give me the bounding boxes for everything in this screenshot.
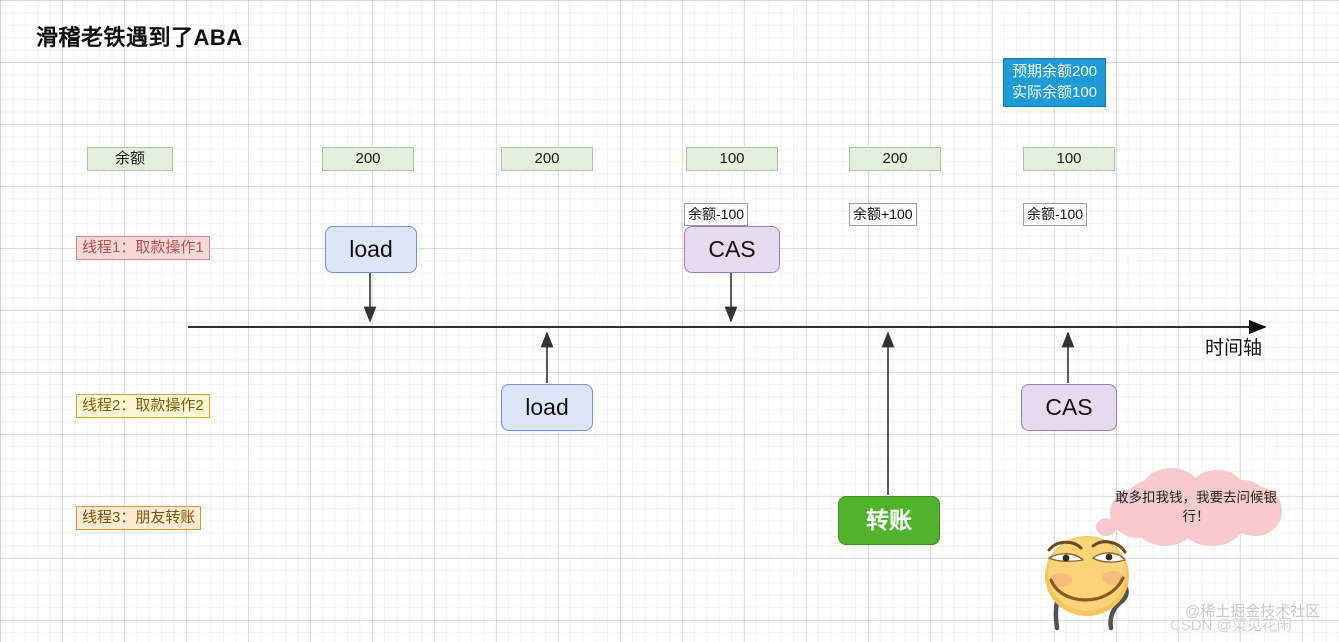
note-thread2-cas: 余额-100 — [1023, 203, 1088, 226]
timeline-axis-label: 时间轴 — [1205, 338, 1263, 359]
speech-bubble-text: 敢多扣我钱，我要去问候银行！ — [1115, 490, 1277, 524]
thread-label-1: 线程1：取款操作1 — [76, 236, 210, 260]
balance-box-1: 200 — [322, 147, 414, 171]
balance-box-3: 100 — [686, 147, 778, 171]
expected-balance-line: 预期余额200 — [1012, 63, 1098, 80]
node-thread2-load[interactable]: load — [501, 384, 593, 431]
watermark-primary: @稀土掘金技术社区 — [1185, 603, 1321, 620]
expected-vs-actual-badge: 预期余额200 实际余额100 — [1003, 58, 1107, 107]
balance-box-2: 200 — [501, 147, 593, 171]
page-title: 滑稽老铁遇到了ABA — [36, 25, 243, 50]
balance-box-0: 余额 — [87, 147, 173, 171]
speech-bubble: 敢多扣我钱，我要去问候银行！ — [1096, 468, 1282, 546]
thread-label-2: 线程2：取款操作2 — [76, 394, 210, 418]
huaji-emoji-face — [1045, 536, 1129, 631]
node-thread2-cas[interactable]: CAS — [1021, 384, 1117, 431]
actual-balance-line: 实际余额100 — [1012, 84, 1098, 101]
balance-box-4: 200 — [849, 147, 941, 171]
node-thread1-load[interactable]: load — [325, 226, 417, 273]
thread-label-3: 线程3：朋友转账 — [76, 506, 202, 530]
cloud-bubble-tail — [1096, 518, 1116, 536]
note-thread3-transfer: 余额+100 — [849, 203, 917, 226]
node-thread3-transfer[interactable]: 转账 — [838, 496, 940, 545]
balance-box-5: 100 — [1023, 147, 1115, 171]
cloud-lobe — [1124, 480, 1270, 534]
watermark-secondary: CSDN @菜见花闲 — [1170, 617, 1292, 634]
note-thread1-cas: 余额-100 — [684, 203, 749, 226]
node-thread1-cas[interactable]: CAS — [684, 226, 780, 273]
